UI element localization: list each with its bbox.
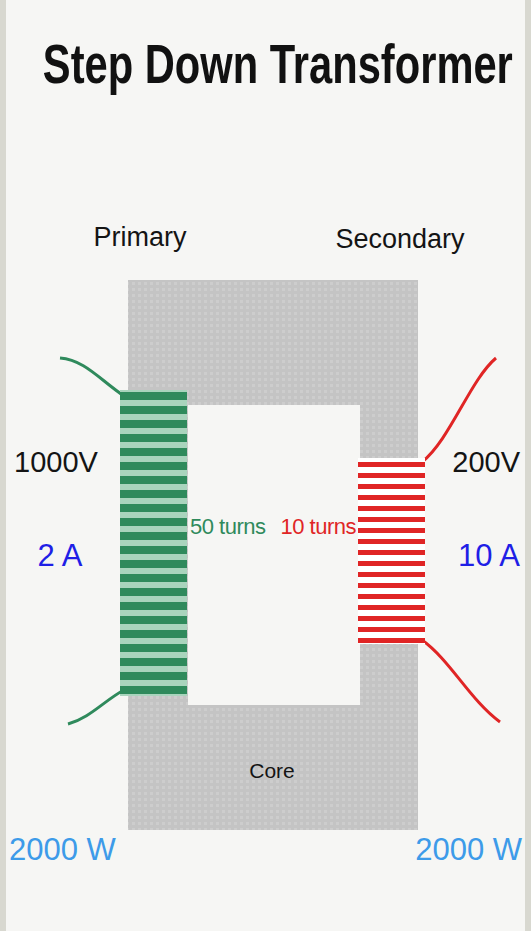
frame-edge — [0, 0, 6, 931]
power-value: 2000 W — [9, 834, 116, 865]
primary-wire — [68, 690, 124, 724]
current-value: 10 A — [458, 540, 520, 571]
secondary-wire — [422, 358, 496, 462]
turns-count: 10 turns — [281, 516, 357, 538]
primary-wire — [60, 358, 124, 396]
winding-name: Primary — [94, 224, 187, 251]
part-name: Core — [249, 760, 295, 781]
winding-name: Secondary — [335, 226, 464, 253]
diagram-title: Step Down Transformer — [43, 36, 513, 92]
power-value: 2000 W — [415, 834, 522, 865]
current-value: 2 A — [38, 540, 83, 571]
frame-edge — [525, 0, 531, 931]
secondary-coil — [358, 458, 425, 644]
primary-coil — [120, 390, 187, 696]
turns-count: 50 turns — [190, 516, 266, 538]
secondary-wire — [422, 640, 500, 722]
voltage-value: 200V — [452, 448, 520, 477]
voltage-value: 1000V — [14, 448, 98, 477]
